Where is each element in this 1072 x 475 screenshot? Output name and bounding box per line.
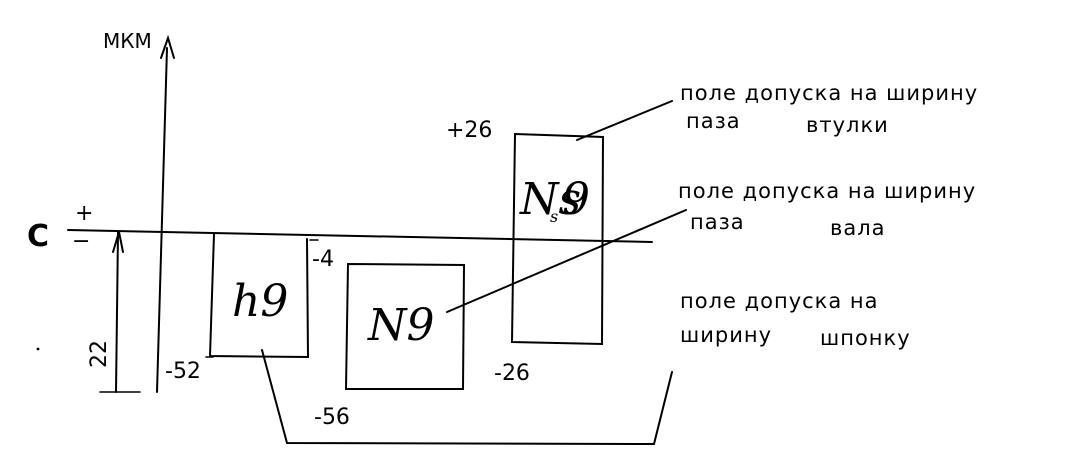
field-n9-upper-value: -4	[312, 247, 334, 272]
zero-line	[67, 229, 653, 243]
dimension-line	[115, 231, 119, 393]
field-h9-label: h9	[232, 276, 288, 327]
field-ns9-label-tail: 9	[562, 174, 590, 225]
note-shaft-slot-line2a: паза	[690, 210, 745, 234]
field-ns9-upper-value: +26	[446, 118, 492, 143]
note-hub-slot-line2b: втулки	[806, 113, 889, 137]
vertical-axis	[156, 47, 168, 393]
axis-unit-label: МКМ	[103, 29, 152, 53]
field-n9-box	[344, 262, 466, 390]
field-n9: N9 -4 -56	[309, 239, 466, 430]
stray-mark	[36, 347, 40, 351]
field-ns9-subscript: s	[550, 207, 558, 226]
leader-key	[261, 349, 673, 446]
field-ns9-box	[510, 132, 605, 346]
dimension-arrow-icon	[112, 231, 124, 253]
leader-hub-slot	[576, 100, 673, 141]
note-key-line1: поле допуска на	[680, 289, 879, 313]
field-ns9: Ns 9 s +26 -26	[446, 118, 605, 386]
field-ns9-lower-value: -26	[494, 361, 530, 386]
field-n9-lower-value: -56	[314, 405, 350, 430]
leader-shaft-slot	[446, 209, 687, 313]
dimension-value-label: 22	[87, 340, 112, 368]
note-hub-slot-line1: поле допуска на ширину	[680, 81, 978, 105]
field-h9: h9 -52	[165, 233, 310, 384]
zero-line-label: С	[27, 219, 49, 254]
note-shaft-slot-line2b: вала	[830, 216, 886, 240]
field-h9-lower-value: -52	[165, 359, 201, 384]
note-shaft-slot-line1: поле допуска на ширину	[678, 179, 976, 203]
note-key-line2b: шпонку	[820, 326, 911, 350]
field-h9-box	[208, 233, 310, 359]
minus-sign: −	[72, 229, 90, 254]
axis-arrow-icon	[160, 34, 175, 59]
note-key-line2a: ширину	[680, 323, 772, 347]
note-hub-slot-line2a: паза	[686, 109, 741, 133]
field-ns9-label: Ns	[519, 174, 581, 225]
plus-sign: +	[75, 201, 93, 226]
field-n9-label: N9	[367, 300, 435, 351]
